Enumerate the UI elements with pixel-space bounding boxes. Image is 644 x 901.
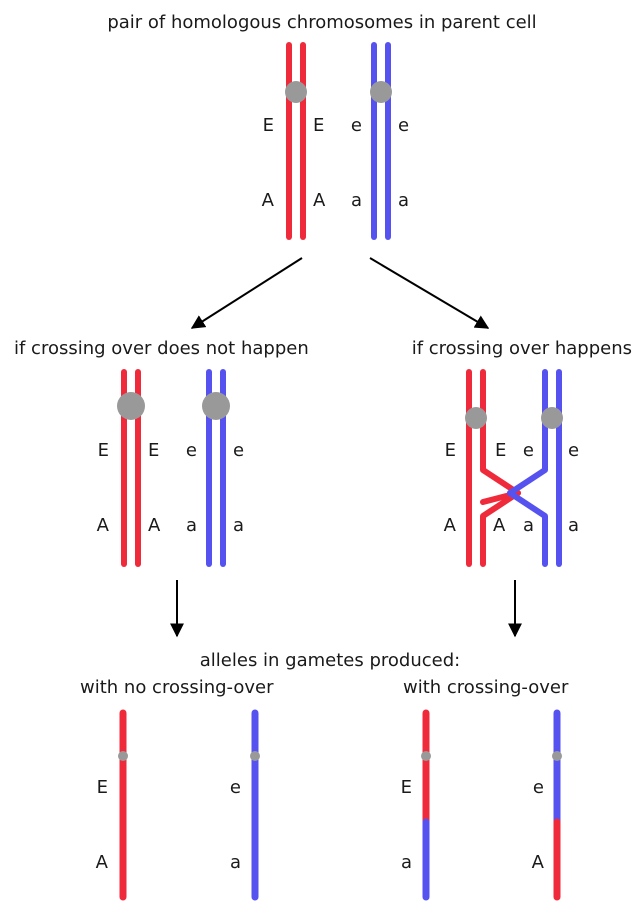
crossing-blue-chromatid-upper	[507, 369, 548, 496]
allele-label: a	[233, 515, 244, 536]
allele-label: e	[230, 777, 241, 798]
arrow-to-no-crossing	[190, 257, 303, 329]
allele-label: e	[523, 440, 534, 461]
crossing-chromosome-pair: E E e e A A a a	[444, 369, 579, 567]
crossing-blue-chromatid-lower	[507, 490, 548, 567]
allele-label: E	[401, 777, 412, 798]
gamete-centromere	[421, 751, 431, 761]
no-crossing-blue-centromere	[202, 392, 230, 420]
allele-label: E	[495, 440, 506, 461]
allele-label: A	[313, 190, 326, 211]
allele-label: e	[568, 440, 579, 461]
allele-label: a	[401, 852, 412, 873]
allele-label: E	[445, 440, 456, 461]
allele-label: A	[444, 515, 457, 536]
no-crossing-chromosome-pair: E E e e A A a a	[97, 369, 244, 567]
gametes-crossing: E a e A	[401, 709, 562, 901]
allele-label: e	[398, 115, 409, 136]
allele-label: a	[398, 190, 409, 211]
allele-label: E	[148, 440, 159, 461]
crossing-red-chromatid-upper	[480, 369, 521, 505]
allele-label: e	[351, 115, 362, 136]
crossing-blue-centromere	[541, 407, 563, 429]
gamete-centromere	[118, 751, 128, 761]
title-gametes: alleles in gametes produced:	[200, 650, 460, 671]
allele-label: e	[186, 440, 197, 461]
allele-label: e	[233, 440, 244, 461]
allele-label: A	[97, 515, 110, 536]
parent-blue-centromere	[370, 81, 392, 103]
allele-label: A	[262, 190, 275, 211]
allele-label: a	[351, 190, 362, 211]
allele-label: E	[263, 115, 274, 136]
title-crossing-over: if crossing over happens	[412, 338, 632, 359]
gamete-centromere	[250, 751, 260, 761]
title-gametes-crossing: with crossing-over	[403, 677, 569, 698]
crossing-red-chromatid-lower	[480, 490, 521, 567]
allele-label: A	[96, 852, 109, 873]
gamete-centromere	[552, 751, 562, 761]
crossing-red-centromere	[465, 407, 487, 429]
allele-label: a	[523, 515, 534, 536]
allele-label: A	[532, 852, 545, 873]
allele-label: E	[98, 440, 109, 461]
allele-label: A	[148, 515, 161, 536]
gametes-no-crossing: E A e a	[96, 709, 260, 901]
arrow-to-crossing	[369, 257, 490, 329]
title-no-crossing-over: if crossing over does not happen	[14, 338, 309, 359]
allele-label: a	[186, 515, 197, 536]
allele-label: E	[97, 777, 108, 798]
parent-chromosome-pair: E E e e A A a a	[262, 42, 409, 240]
no-crossing-red-centromere	[117, 392, 145, 420]
allele-label: A	[493, 515, 506, 536]
allele-label: a	[230, 852, 241, 873]
title-gametes-no-crossing: with no crossing-over	[80, 677, 274, 698]
allele-label: a	[568, 515, 579, 536]
title-parent-cell: pair of homologous chromosomes in parent…	[107, 12, 536, 33]
allele-label: E	[313, 115, 324, 136]
parent-red-centromere	[285, 81, 307, 103]
allele-label: e	[533, 777, 544, 798]
